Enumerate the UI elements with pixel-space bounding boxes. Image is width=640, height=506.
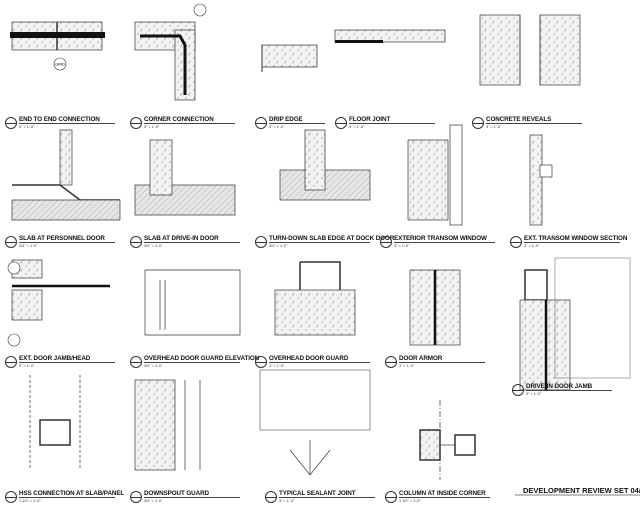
- detail-title: DRIVE-IN DOOR JAMB 3" = 1'-0": [512, 383, 612, 399]
- detail-title-text: END TO END CONNECTION: [19, 116, 100, 123]
- detail-title-text: DRIVE-IN DOOR JAMB: [526, 383, 593, 390]
- detail-title: HSS CONNECTION AT SLAB/PANEL 1 1/2" = 1'-…: [5, 490, 124, 506]
- detail-title: OVERHEAD DOOR GUARD 3" = 1'-0": [255, 355, 370, 371]
- detail-callout-icon: [385, 491, 397, 503]
- title-underline: [394, 242, 495, 243]
- detail-title-text: DRIP EDGE: [269, 116, 303, 123]
- detail-title-text: CORNER CONNECTION: [144, 116, 214, 123]
- detail-scale: 3/4" = 1'-0": [144, 244, 163, 248]
- detail-title-text: SLAB AT DRIVE-IN DOOR: [144, 235, 219, 242]
- detail-callout-icon: [335, 117, 347, 129]
- title-underline: [144, 123, 235, 124]
- detail-title: DRIP EDGE 3" = 1'-0": [255, 116, 325, 132]
- detail-callout-icon: [512, 384, 524, 396]
- detail-callout-icon: [380, 236, 392, 248]
- detail-title: EXT. TRANSOM WINDOW SECTION 3" = 1'-0": [510, 235, 627, 251]
- title-underline: [526, 390, 612, 391]
- detail-scale: 3" = 1'-0": [486, 125, 502, 129]
- detail-title: TYPICAL SEALANT JOINT 3" = 1'-0": [265, 490, 375, 506]
- title-underline: [19, 497, 115, 498]
- detail-scale: 3" = 1'-0": [269, 125, 285, 129]
- title-underline: [144, 497, 240, 498]
- detail-title: CORNER CONNECTION 3" = 1'-0": [130, 116, 235, 132]
- detail-callout-icon: [510, 236, 522, 248]
- detail-scale: 3" = 1'-0": [399, 364, 415, 368]
- detail-scale: 3" = 1'-0": [524, 244, 540, 248]
- detail-scale: 3/4" = 1'-0": [19, 244, 38, 248]
- title-underline: [486, 123, 582, 124]
- detail-title: EXTERIOR TRANSOM WINDOW 3" = 1'-0": [380, 235, 495, 251]
- detail-title: SLAB AT PERSONNEL DOOR 3/4" = 1'-0": [5, 235, 115, 251]
- detail-title-text: OVERHEAD DOOR GUARD: [269, 355, 349, 362]
- detail-scale: 3/4" = 1'-0": [144, 499, 163, 503]
- title-underline: [349, 123, 435, 124]
- detail-title: CONCRETE REVEALS 3" = 1'-0": [472, 116, 582, 132]
- detail-callout-icon: [385, 356, 397, 368]
- detail-title: END TO END CONNECTION 3" = 1'-0": [5, 116, 115, 132]
- detail-title-text: TYPICAL SEALANT JOINT: [279, 490, 356, 497]
- title-underline: [524, 242, 620, 243]
- title-underline: [269, 123, 325, 124]
- detail-scale: 3" = 1'-0": [394, 244, 410, 248]
- detail-title: SLAB AT DRIVE-IN DOOR 3/4" = 1'-0": [130, 235, 240, 251]
- detail-scale: 3" = 1'-0": [279, 499, 295, 503]
- detail-scale: 3" = 1'-0": [19, 364, 35, 368]
- detail-title-text: EXT. TRANSOM WINDOW SECTION: [524, 235, 628, 242]
- detail-title-text: DOOR ARMOR: [399, 355, 443, 362]
- detail-title-text: EXT. DOOR JAMB/HEAD: [19, 355, 91, 362]
- detail-title: DOWNSPOUT GUARD 3/4" = 1'-0": [130, 490, 240, 506]
- detail-title: EXT. DOOR JAMB/HEAD 3" = 1'-0": [5, 355, 115, 371]
- detail-callout-icon: [130, 117, 142, 129]
- detail-callout-icon: [5, 117, 17, 129]
- grid-label: GRID: [55, 62, 65, 67]
- detail-scale: 3" = 1'-0": [349, 125, 365, 129]
- detail-scale: 3" = 1'-0": [19, 125, 35, 129]
- detail-scale: 3/4" = 1'-0": [269, 244, 288, 248]
- detail-title: OVERHEAD DOOR GUARD ELEVATION 3/4" = 1'-0…: [130, 355, 259, 371]
- detail-scale: 3" = 1'-0": [526, 392, 542, 396]
- detail-title-text: COLUMN AT INSIDE CORNER: [399, 490, 486, 497]
- detail-title-text: EXTERIOR TRANSOM WINDOW: [394, 235, 487, 242]
- detail-title: COLUMN AT INSIDE CORNER 1 1/2" = 1'-0": [385, 490, 490, 506]
- detail-scale: 3/4" = 1'-0": [144, 364, 163, 368]
- detail-callout-icon: [265, 491, 277, 503]
- detail-title: DOOR ARMOR 3" = 1'-0": [385, 355, 485, 371]
- detail-title-text: CONCRETE REVEALS: [486, 116, 552, 123]
- detail-scale: 3" = 1'-0": [144, 125, 160, 129]
- detail-scale: 3" = 1'-0": [269, 364, 285, 368]
- detail-title-text: TURN-DOWN SLAB EDGE AT DOCK DOOR: [269, 235, 395, 242]
- title-underline: [144, 362, 240, 363]
- detail-title-text: DOWNSPOUT GUARD: [144, 490, 209, 497]
- title-underline: [269, 362, 370, 363]
- detail-callout-icon: [255, 356, 267, 368]
- detail-title-text: SLAB AT PERSONNEL DOOR: [19, 235, 105, 242]
- detail-scale: 1 1/2" = 1'-0": [19, 499, 41, 503]
- detail-callout-icon: [255, 236, 267, 248]
- detail-title-text: OVERHEAD DOOR GUARD ELEVATION: [144, 355, 260, 362]
- title-underline: [269, 242, 370, 243]
- detail-title: TURN-DOWN SLAB EDGE AT DOCK DOOR 3/4" = 1…: [255, 235, 394, 251]
- title-underline: [19, 123, 115, 124]
- detail-callout-icon: [130, 491, 142, 503]
- title-underline: [399, 362, 485, 363]
- detail-title-text: FLOOR JOINT: [349, 116, 391, 123]
- detail-title: FLOOR JOINT 3" = 1'-0": [335, 116, 435, 132]
- title-underline: [19, 242, 115, 243]
- title-underline: [399, 497, 490, 498]
- detail-callout-icon: [255, 117, 267, 129]
- title-underline: [279, 497, 375, 498]
- detail-callout-icon: [130, 236, 142, 248]
- title-underline: [144, 242, 240, 243]
- detail-callout-icon: [5, 356, 17, 368]
- detail-scale: 1 1/2" = 1'-0": [399, 499, 421, 503]
- development-review-stamp: DEVELOPMENT REVIEW SET 04/24/23: [523, 486, 640, 495]
- detail-callout-icon: [472, 117, 484, 129]
- detail-callout-icon: [5, 236, 17, 248]
- title-underline: [19, 362, 115, 363]
- detail-callout-icon: [130, 356, 142, 368]
- detail-title-text: HSS CONNECTION AT SLAB/PANEL: [19, 490, 125, 497]
- detail-callout-icon: [5, 491, 17, 503]
